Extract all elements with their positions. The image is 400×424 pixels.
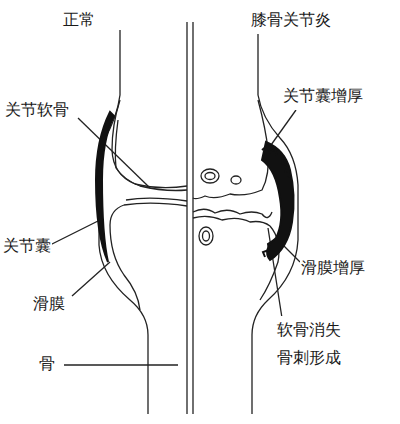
part-label: 软骨消失 骨刺形成 — [276, 316, 350, 372]
part-label: 关节囊增厚 — [282, 82, 364, 110]
part-label: 滑膜增厚 — [300, 254, 366, 282]
part-label: 骨 — [38, 350, 56, 378]
part-label: 滑膜 — [32, 290, 66, 318]
part-label: 正常 — [62, 6, 96, 34]
part-label: 关节囊 — [2, 232, 52, 260]
part-label: 膝骨关节炎 — [250, 6, 332, 34]
part-label: 关节软骨 — [4, 96, 70, 124]
